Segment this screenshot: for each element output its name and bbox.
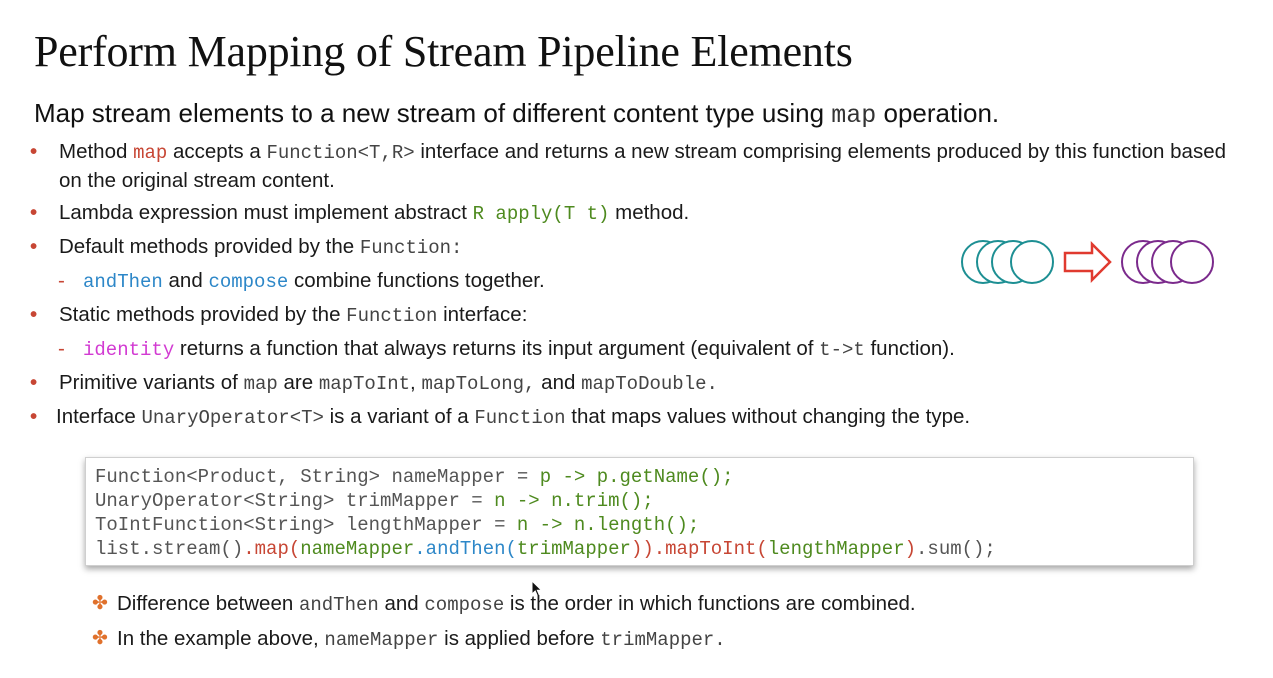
code-token-maptoint: .mapToInt( bbox=[653, 538, 768, 560]
code-unaryoperator: UnaryOperator<T> bbox=[141, 407, 324, 429]
bullet-text: that maps values without changing the ty… bbox=[565, 405, 971, 428]
note-text: is applied before bbox=[438, 627, 601, 650]
bullet-list: • Method map accepts a Function<T,R> int… bbox=[30, 138, 1240, 437]
note-text: is the order in which functions are comb… bbox=[504, 592, 916, 615]
bullet-text: accepts a bbox=[167, 140, 267, 163]
code-line-trim-mapper: UnaryOperator<String> trimMapper = n -> … bbox=[95, 489, 1184, 513]
bullet-marker: • bbox=[30, 140, 38, 163]
bullet-text: is a variant of a bbox=[323, 405, 475, 428]
bullet-text: method. bbox=[609, 201, 690, 224]
code-apply-signature: R apply(T t) bbox=[472, 203, 610, 225]
bullet-text: Primitive variants of bbox=[59, 371, 244, 394]
bullet-method-map: • Method map accepts a Function<T,R> int… bbox=[30, 138, 1240, 194]
code-token-lengthmapper: lengthMapper bbox=[767, 538, 905, 560]
note-star-icon: ✤ bbox=[92, 593, 108, 614]
note-star-icon: ✤ bbox=[92, 628, 108, 649]
bullet-marker: • bbox=[30, 371, 38, 394]
bullet-text: and bbox=[535, 371, 582, 394]
code-andthen: andThen bbox=[83, 271, 163, 293]
code-trimmapper: trimMapper. bbox=[600, 629, 726, 651]
code-function: Function bbox=[474, 407, 566, 429]
code-t-arrow-t: t->t bbox=[819, 339, 865, 361]
bullet-text: Interface bbox=[56, 405, 142, 428]
code-token: Function<Product, String> nameMapper = bbox=[95, 466, 540, 488]
code-maptolong: mapToLong, bbox=[421, 373, 536, 395]
subtitle-text-after: operation. bbox=[876, 98, 1000, 128]
bullet-marker: • bbox=[30, 303, 38, 326]
slide-title: Perform Mapping of Stream Pipeline Eleme… bbox=[34, 27, 853, 76]
code-token: list.stream() bbox=[95, 538, 244, 560]
bullet-lambda-apply: • Lambda expression must implement abstr… bbox=[30, 199, 1240, 228]
note-text: and bbox=[378, 592, 425, 615]
code-token-map: .map( bbox=[243, 538, 301, 560]
code-token-sum: .sum(); bbox=[916, 538, 996, 560]
code-token-andthen: .andThen( bbox=[414, 538, 517, 560]
subtitle-code-map: map bbox=[831, 101, 877, 130]
input-circle bbox=[1010, 240, 1054, 284]
code-andthen: andThen bbox=[298, 594, 379, 616]
code-compose: compose bbox=[208, 271, 289, 293]
slide-subtitle: Map stream elements to a new stream of d… bbox=[34, 98, 999, 130]
bullet-text: combine functions together. bbox=[288, 269, 545, 292]
input-stream-circles bbox=[961, 240, 1054, 284]
bullet-unary-operator: • Interface UnaryOperator<T> is a varian… bbox=[30, 403, 1240, 432]
code-token-namemapper: nameMapper bbox=[300, 538, 415, 560]
code-token: UnaryOperator<String> trimMapper = bbox=[95, 490, 495, 512]
code-line-pipeline: list.stream().map(nameMapper.andThen(tri… bbox=[95, 537, 1184, 561]
code-maptoint: mapToInt bbox=[318, 373, 411, 395]
subbullet-marker: - bbox=[58, 337, 65, 360]
subtitle-text-before: Map stream elements to a new stream of d… bbox=[34, 98, 832, 128]
bullet-text: , bbox=[410, 371, 422, 394]
bullet-text: interface and returns a new stream compr… bbox=[59, 140, 1226, 192]
note-text: Difference between bbox=[117, 592, 299, 615]
code-function: Function bbox=[346, 305, 438, 327]
bullet-text: returns a function that always returns i… bbox=[174, 337, 820, 360]
mapping-diagram bbox=[961, 240, 1214, 284]
code-token-paren: ) bbox=[904, 538, 917, 560]
bullet-text: and bbox=[162, 269, 209, 292]
bullet-default-methods: • Default methods provided by the Functi… bbox=[30, 233, 1240, 262]
bullet-text: Method bbox=[59, 140, 134, 163]
note-text: In the example above, bbox=[117, 627, 325, 650]
bullet-primitive-variants: • Primitive variants of map are mapToInt… bbox=[30, 369, 1240, 398]
note-application-order: ✤ In the example above, nameMapper is ap… bbox=[92, 625, 916, 654]
code-identity: identity bbox=[83, 339, 175, 361]
code-example-box: Function<Product, String> nameMapper = p… bbox=[85, 457, 1194, 566]
bullet-text: function). bbox=[864, 337, 955, 360]
code-map: map bbox=[133, 142, 168, 164]
bullet-text: Default methods provided by the bbox=[59, 235, 360, 258]
bullet-text: interface: bbox=[437, 303, 528, 326]
code-line-length-mapper: ToIntFunction<String> lengthMapper = n -… bbox=[95, 513, 1184, 537]
map-arrow-icon bbox=[1063, 240, 1112, 284]
code-function-type: Function<T,R> bbox=[266, 142, 415, 164]
code-maptodouble: mapToDouble. bbox=[581, 373, 718, 395]
notes-list: ✤ Difference between andThen and compose… bbox=[92, 590, 916, 660]
code-map: map bbox=[243, 373, 278, 395]
code-function: Function: bbox=[359, 237, 463, 259]
code-line-name-mapper: Function<Product, String> nameMapper = p… bbox=[95, 465, 1184, 489]
code-token-lambda: n -> n.length(); bbox=[516, 514, 700, 536]
code-namemapper: nameMapper bbox=[324, 629, 439, 651]
code-compose: compose bbox=[424, 594, 505, 616]
bullet-static-methods: • Static methods provided by the Functio… bbox=[30, 301, 1240, 330]
bullet-marker: • bbox=[30, 201, 38, 224]
subbullet-marker: - bbox=[58, 269, 65, 292]
code-token-trimmapper: trimMapper bbox=[516, 538, 631, 560]
bullet-marker: • bbox=[30, 235, 38, 258]
mouse-cursor-icon bbox=[531, 580, 543, 598]
bullet-text: are bbox=[277, 371, 319, 394]
code-token-paren: )) bbox=[630, 538, 654, 560]
code-token-lambda: p -> p.getName(); bbox=[539, 466, 734, 488]
code-token-lambda: n -> n.trim(); bbox=[494, 490, 654, 512]
output-circle bbox=[1170, 240, 1214, 284]
code-token: ToIntFunction<String> lengthMapper = bbox=[95, 514, 517, 536]
bullet-text: Static methods provided by the bbox=[59, 303, 347, 326]
output-stream-circles bbox=[1121, 240, 1214, 284]
subbullet-andthen-compose: - andThen and compose combine functions … bbox=[30, 267, 1240, 296]
bullet-marker: • bbox=[30, 405, 38, 428]
subbullet-identity: - identity returns a function that alway… bbox=[30, 335, 1240, 364]
bullet-text: Lambda expression must implement abstrac… bbox=[59, 201, 473, 224]
note-order-of-combination: ✤ Difference between andThen and compose… bbox=[92, 590, 916, 619]
